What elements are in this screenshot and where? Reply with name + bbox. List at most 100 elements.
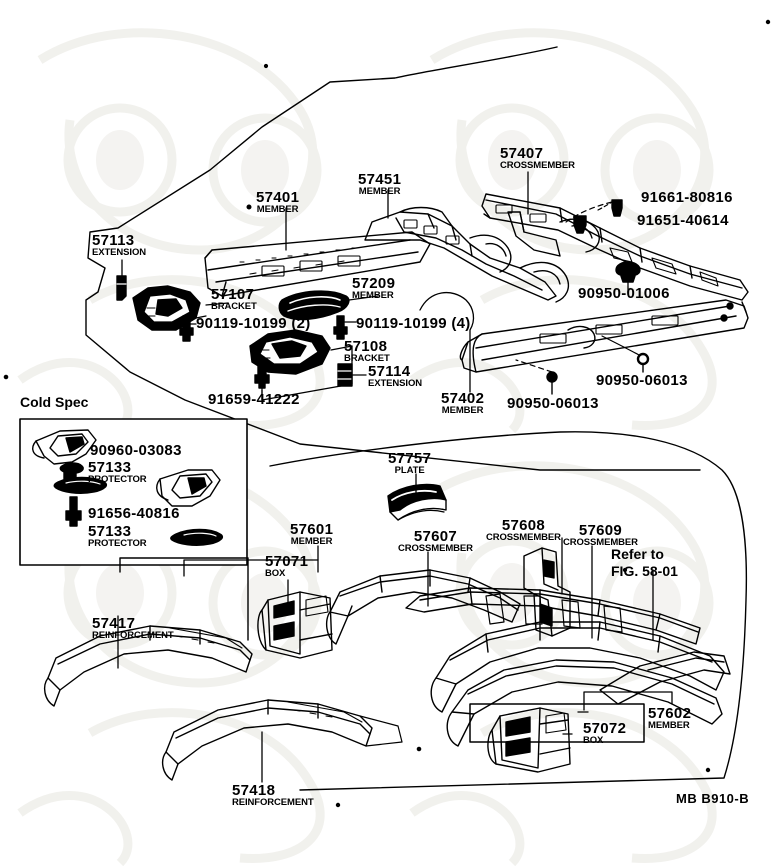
label-57133-lower: 57133 PROTECTOR — [88, 524, 147, 549]
label-57209-name: MEMBER — [352, 290, 394, 301]
label-57108: 57108 BRACKET — [344, 339, 390, 364]
label-57133-lower-name: PROTECTOR — [88, 538, 147, 549]
label-57402-name: MEMBER — [441, 405, 484, 416]
label-57072-name: BOX — [583, 735, 604, 746]
label-57114-number: 57114 — [368, 363, 411, 380]
label-90950-01006: 90950-01006 — [578, 286, 670, 301]
label-90960-03083: 90960-03083 — [90, 443, 182, 458]
label-57114: 57114 EXTENSION — [368, 364, 422, 389]
coldspec-clip-90960-03083 — [59, 462, 84, 481]
label-57133-upper-name: PROTECTOR — [88, 474, 147, 485]
label-57401-name: MEMBER — [256, 204, 299, 215]
label-57107-number: 57107 — [211, 286, 255, 303]
label-57602: 57602 MEMBER — [648, 706, 691, 731]
label-57608: 57608 CROSSMEMBER — [486, 518, 561, 543]
label-57209-number: 57209 — [352, 275, 396, 292]
label-91661-80816: 91661-80816 — [641, 190, 733, 205]
label-57418: 57418 REINFORCEMENT — [232, 783, 314, 808]
label-90119-10199-4: 90119-10199 (4) — [356, 316, 471, 331]
cold-spec-title: Cold Spec — [20, 394, 89, 410]
label-57072: 57072 BOX — [583, 721, 626, 746]
label-57608-name: CROSSMEMBER — [486, 532, 561, 543]
label-57209: 57209 MEMBER — [352, 276, 395, 301]
label-57757: 57757 PLATE — [388, 451, 431, 476]
label-57402-number: 57402 — [441, 390, 485, 407]
label-57607: 57607 CROSSMEMBER — [398, 529, 473, 554]
label-91659-41222: 91659-41222 — [208, 392, 300, 407]
label-57417: 57417 REINFORCEMENT — [92, 616, 174, 641]
label-57108-name: BRACKET — [344, 353, 390, 364]
rear-rail-lower — [446, 659, 723, 747]
label-57607-name: CROSSMEMBER — [398, 543, 473, 554]
label-57451-number: 57451 — [358, 171, 402, 188]
label-57113-number: 57113 — [92, 232, 135, 249]
bolt-91661-80816 — [611, 199, 623, 217]
label-57133-upper: 57133 PROTECTOR — [88, 460, 147, 485]
label-90950-06013-right: 90950-06013 — [596, 373, 688, 388]
part-57601-member — [325, 569, 521, 645]
coldspec-protector-upper — [32, 429, 97, 465]
label-57417-name: REINFORCEMENT — [92, 630, 174, 641]
label-57107: 57107 BRACKET — [211, 287, 257, 312]
label-57113-name: EXTENSION — [92, 247, 146, 258]
label-57401: 57401 MEMBER — [256, 190, 299, 215]
scan-artifacts — [3, 19, 771, 808]
part-57451-rear-tail — [519, 261, 570, 303]
label-90950-06013-left: 90950-06013 — [507, 396, 599, 411]
label-91656-40816: 91656-40816 — [88, 506, 180, 521]
bolt-91651-40614 — [573, 215, 587, 234]
label-90950-06013-right-number: 90950-06013 — [596, 372, 688, 389]
part-57114-extension — [337, 363, 353, 387]
part-57418-reinforcement — [161, 699, 403, 781]
part-57602-member — [599, 651, 731, 705]
part-57417-reinforcement — [43, 625, 253, 707]
plug-90950-01006 — [615, 261, 641, 293]
label-57071: 57071 BOX — [265, 554, 308, 579]
label-57108-number: 57108 — [344, 338, 388, 355]
lower-body-outline — [269, 431, 748, 791]
coldspec-protector-strip-upper — [53, 476, 108, 494]
label-90119-10199-2-number: 90119-10199 (2) — [196, 315, 311, 332]
label-57133-upper-number: 57133 — [88, 459, 132, 476]
label-90950-01006-number: 90950-01006 — [578, 285, 670, 302]
part-57757-plate — [387, 483, 447, 521]
label-57072-number: 57072 — [583, 720, 627, 737]
leader-lines — [117, 171, 673, 783]
label-90950-06013-left-number: 90950-06013 — [507, 395, 599, 412]
label-57107-name: BRACKET — [211, 301, 257, 312]
label-57451-name: MEMBER — [358, 186, 401, 197]
label-57071-name: BOX — [265, 568, 286, 579]
coldspec-bolt-91656-40816 — [65, 496, 82, 527]
label-57602-number: 57602 — [648, 705, 692, 722]
refer-to-note: Refer to FIG. 58-01 — [611, 546, 678, 580]
label-57418-name: REINFORCEMENT — [232, 797, 314, 808]
label-91661-80816-number: 91661-80816 — [641, 189, 733, 206]
label-57609-name: CROSSMEMBER — [563, 537, 638, 548]
label-90119-10199-4-number: 90119-10199 (4) — [356, 315, 471, 332]
coldspec-protector-strip-lower — [170, 528, 224, 546]
label-57757-name: PLATE — [394, 465, 425, 476]
label-57608-number: 57608 — [501, 517, 546, 534]
label-91659-41222-number: 91659-41222 — [208, 391, 300, 408]
label-57602-name: MEMBER — [648, 720, 690, 731]
upper-body-outline — [85, 46, 701, 471]
label-57757-number: 57757 — [388, 450, 432, 467]
label-91651-40614-number: 91651-40614 — [637, 212, 729, 229]
label-57418-number: 57418 — [232, 782, 276, 799]
label-57417-number: 57417 — [92, 615, 136, 632]
label-57601-name: MEMBER — [290, 536, 333, 547]
part-57071-box — [257, 591, 333, 659]
figure-code: MB B910-B — [676, 791, 750, 806]
label-57401-number: 57401 — [256, 189, 300, 206]
label-57113: 57113 EXTENSION — [92, 233, 146, 258]
plug-90950-06013-left — [515, 359, 558, 395]
label-57407: 57407 CROSSMEMBER — [500, 146, 575, 171]
label-91651-40614: 91651-40614 — [637, 213, 729, 228]
label-57133-lower-number: 57133 — [88, 523, 132, 540]
bracket-57602-group — [469, 703, 645, 743]
part-57609-crossmember — [430, 621, 725, 713]
coldspec-protector-lower — [156, 469, 221, 507]
label-57609: 57609 CROSSMEMBER — [563, 523, 638, 548]
